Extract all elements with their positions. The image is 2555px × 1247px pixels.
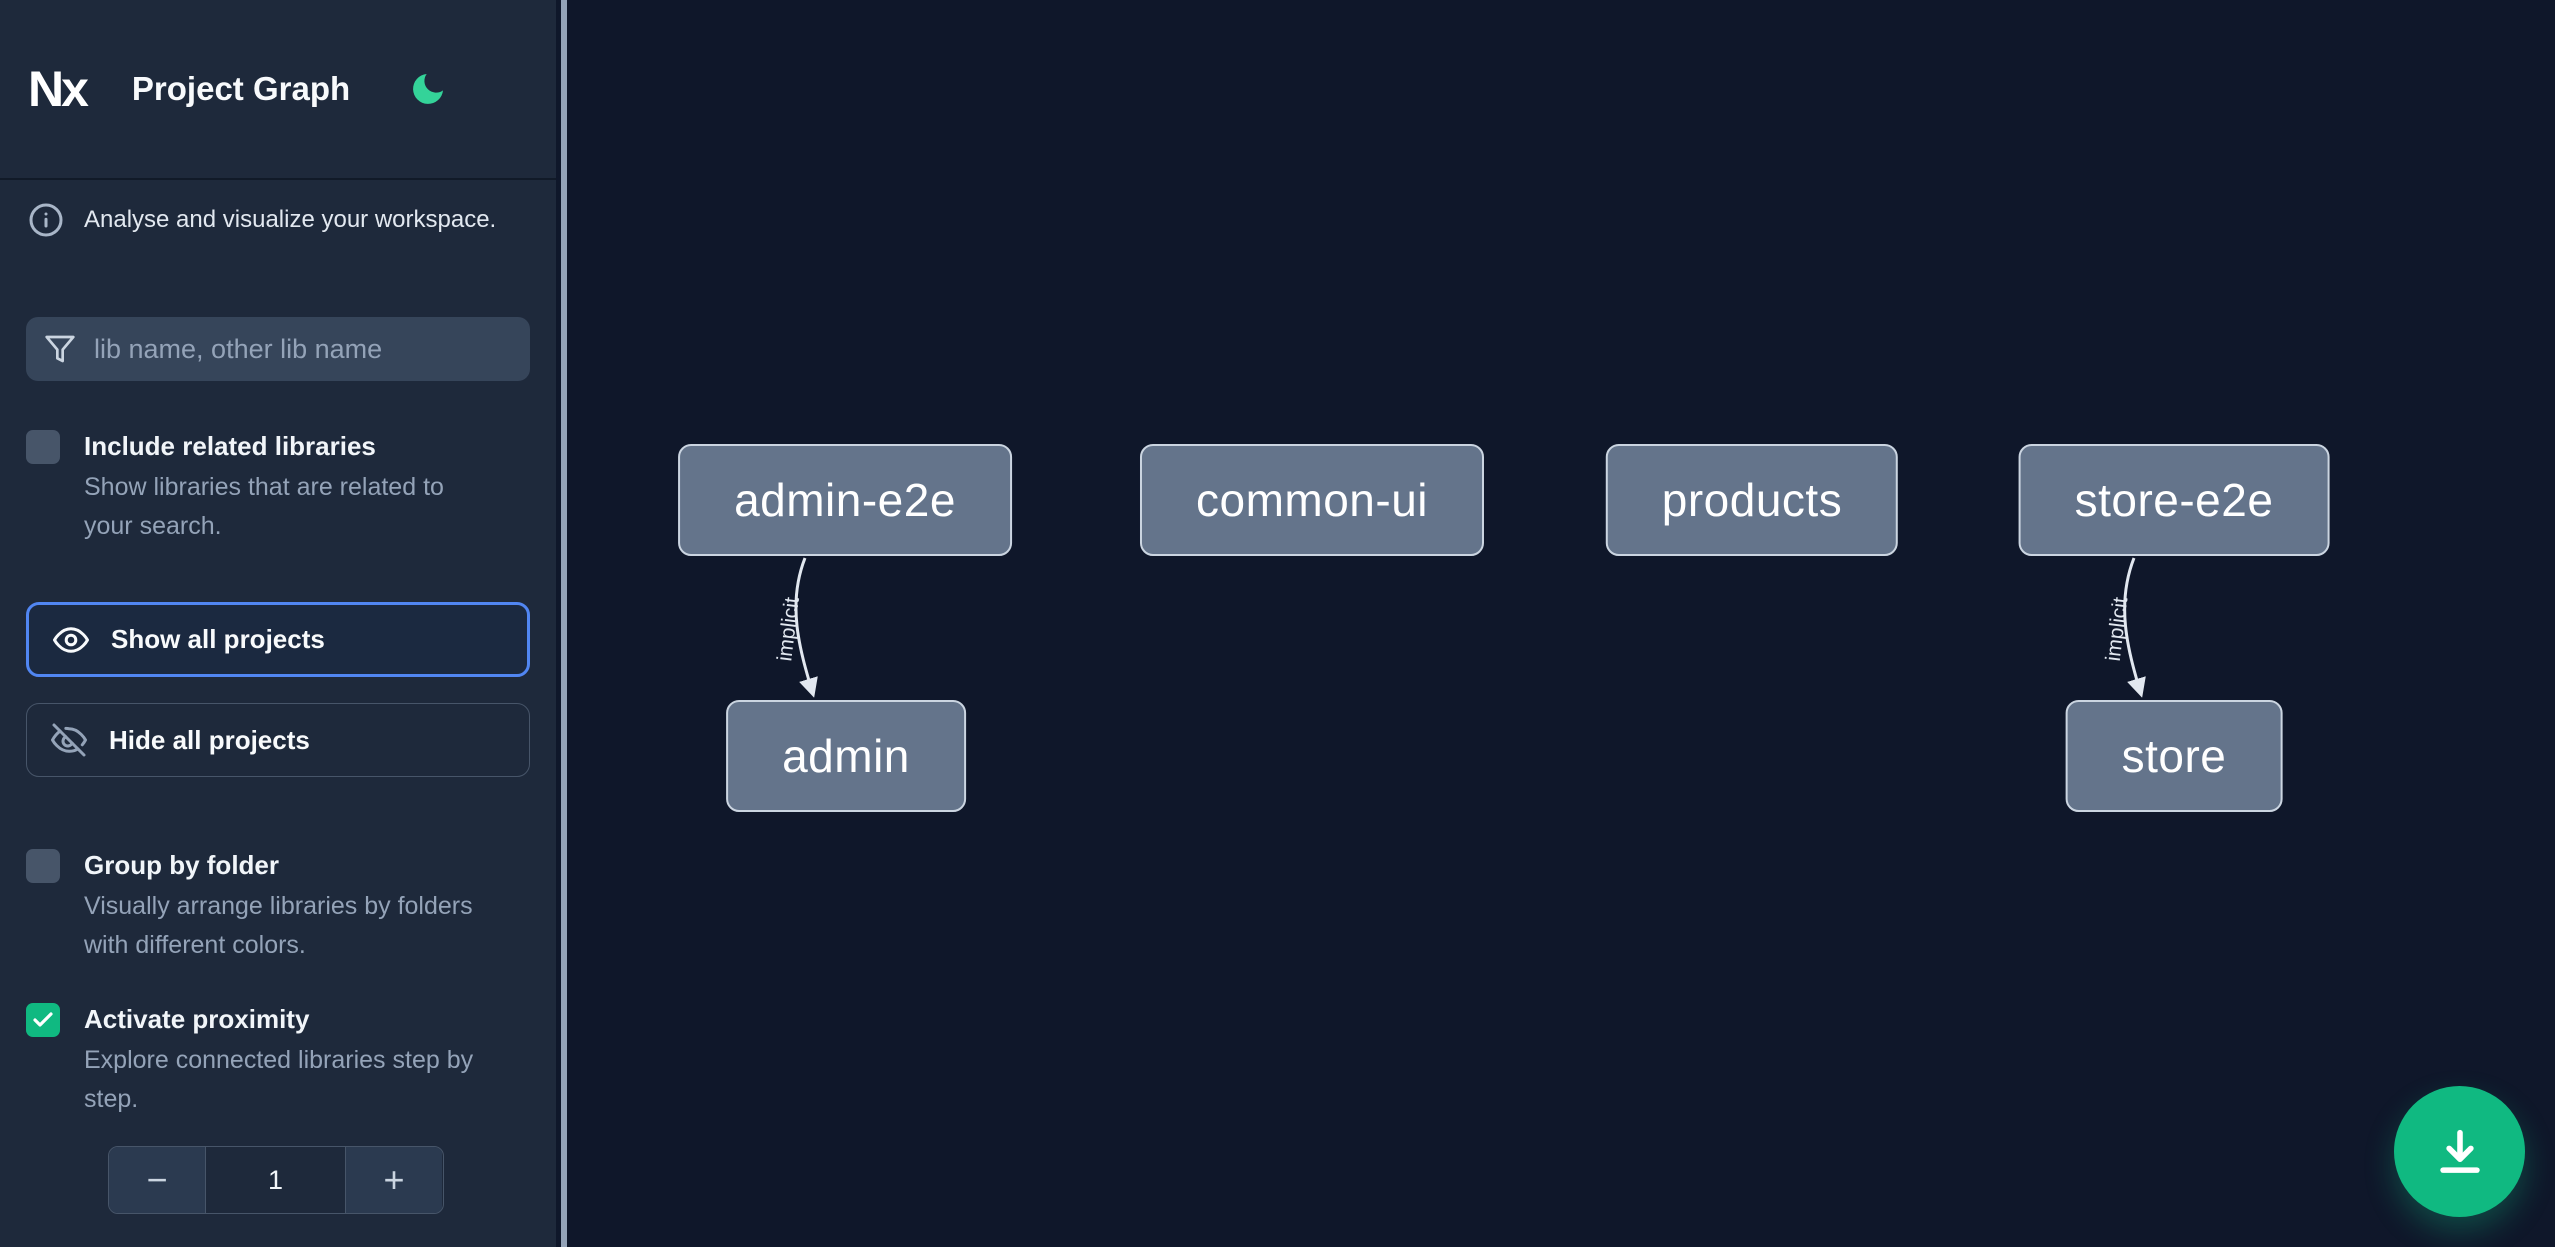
info-icon [29, 203, 63, 237]
proximity-stepper: − 1 + [108, 1146, 444, 1214]
download-icon [2439, 1129, 2480, 1173]
show-all-projects-button[interactable]: Show all projects [26, 602, 530, 677]
graph-node-common-ui[interactable]: common-ui [1139, 444, 1485, 556]
workspace-tagline: Analyse and visualize your workspace. [84, 206, 497, 233]
page-title: Project Graph [131, 70, 351, 107]
graph-edge-admin-e2e-admin [794, 557, 818, 698]
option-text: Group by folder Visually arrange librari… [84, 845, 484, 965]
option-label: Group by folder [84, 850, 279, 880]
option-activate-proximity: Activate proximity Explore connected lib… [26, 999, 530, 1119]
option-label: Activate proximity [84, 1004, 310, 1034]
sidebar: Nx Project Graph Analyse and visualize y… [0, 0, 556, 1247]
workspace-info: Analyse and visualize your workspace. [28, 202, 528, 238]
graph-node-store[interactable]: store [2065, 700, 2283, 812]
proximity-increment-button[interactable]: + [345, 1147, 442, 1213]
graph-node-admin[interactable]: admin [726, 700, 966, 812]
filter-input[interactable] [92, 332, 512, 366]
eye-icon [53, 626, 89, 653]
option-description: Visually arrange libraries by folders wi… [84, 892, 473, 959]
check-icon [33, 1012, 53, 1027]
option-description: Show libraries that are related to your … [84, 473, 444, 540]
graph-node-admin-e2e[interactable]: admin-e2e [678, 444, 1012, 556]
theme-toggle-button[interactable] [408, 69, 448, 109]
eye-off-icon [51, 723, 87, 757]
option-description: Explore connected libraries step by step… [84, 1046, 474, 1113]
proximity-decrement-button[interactable]: − [109, 1147, 206, 1213]
nx-logo[interactable]: Nx [28, 61, 89, 117]
graph-edge-store-e2e-store [2123, 557, 2146, 698]
option-text: Include related libraries Show libraries… [84, 426, 484, 546]
download-image-button[interactable] [2394, 1086, 2525, 1217]
option-group-by-folder: Group by folder Visually arrange librari… [26, 845, 530, 965]
include-related-checkbox[interactable] [26, 430, 60, 464]
filter-icon [45, 335, 75, 363]
sidebar-header: Nx Project Graph [0, 0, 556, 180]
graph-node-products[interactable]: products [1605, 444, 1899, 556]
option-label: Include related libraries [84, 431, 376, 461]
graph-node-store-e2e[interactable]: store-e2e [2018, 444, 2330, 556]
moon-icon [413, 74, 444, 104]
show-all-projects-label: Show all projects [111, 624, 325, 654]
hide-all-projects-label: Hide all projects [109, 724, 310, 755]
edge-label: implicit [2102, 596, 2133, 663]
group-by-folder-checkbox[interactable] [26, 849, 60, 883]
edge-label: implicit [773, 596, 804, 663]
activate-proximity-checkbox[interactable] [26, 1003, 60, 1037]
option-include-related: Include related libraries Show libraries… [26, 426, 530, 546]
filter-box [26, 317, 530, 381]
option-text: Activate proximity Explore connected lib… [84, 999, 484, 1119]
hide-all-projects-button[interactable]: Hide all projects [26, 703, 530, 777]
nx-logo-text: Nx [28, 61, 89, 117]
panel-resize-handle[interactable] [561, 0, 567, 1247]
proximity-value: 1 [267, 1164, 284, 1195]
